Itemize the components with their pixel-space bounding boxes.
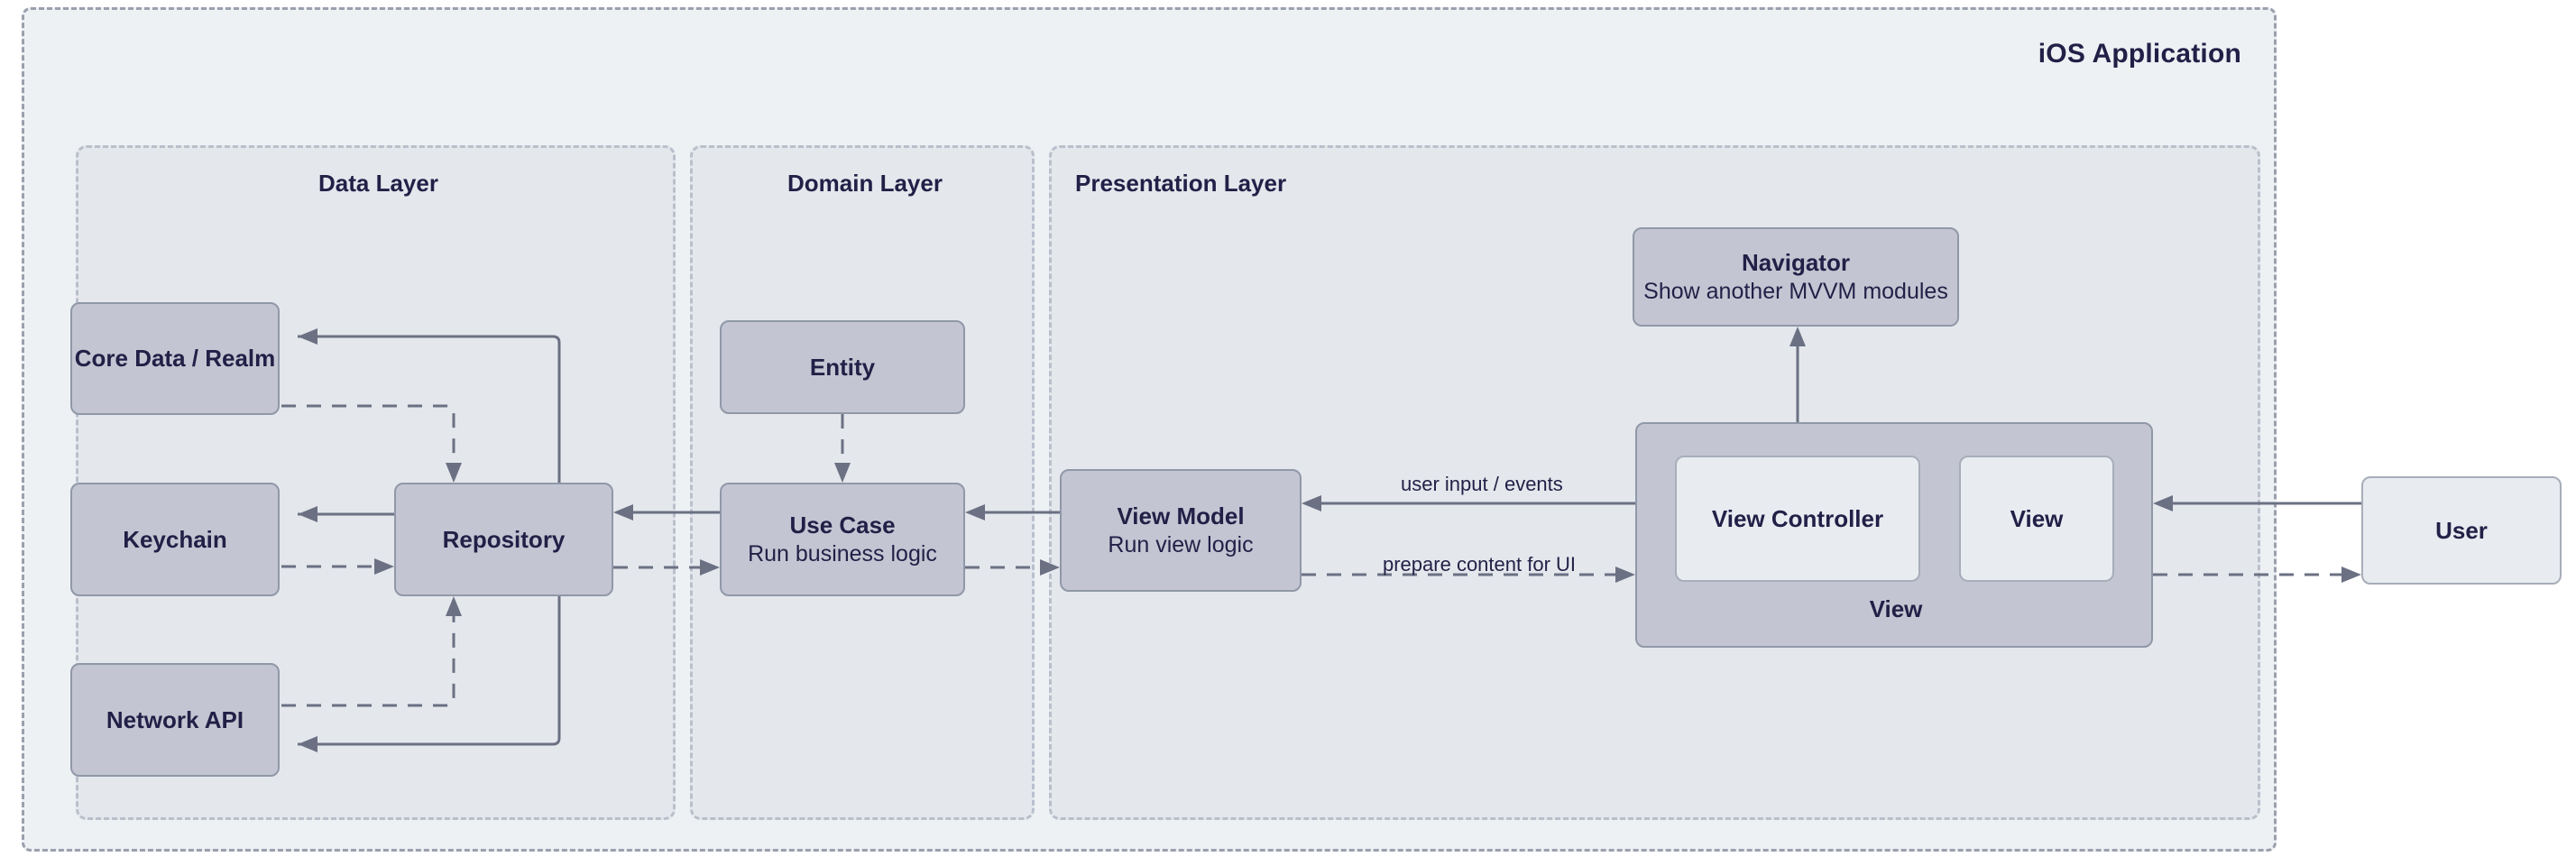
node-repository[interactable]: Repository: [394, 483, 613, 596]
edge-label-prepare-content: prepare content for UI: [1383, 553, 1577, 576]
node-view-controller[interactable]: View Controller: [1675, 456, 1920, 582]
layer-data-title: Data Layer: [318, 170, 438, 197]
node-core-data-realm-title: Core Data / Realm: [74, 345, 276, 373]
node-use-case-title: Use Case: [789, 511, 896, 539]
layer-presentation-title: Presentation Layer: [1075, 170, 1287, 197]
node-view-model[interactable]: View Model Run view logic: [1060, 469, 1302, 592]
node-user[interactable]: User: [2361, 476, 2562, 585]
node-keychain-title: Keychain: [123, 525, 227, 553]
node-view-model-subtitle: Run view logic: [1108, 531, 1254, 557]
node-user-title: User: [2435, 516, 2488, 544]
layer-domain-title: Domain Layer: [787, 170, 943, 197]
node-entity-title: Entity: [809, 353, 876, 381]
node-entity[interactable]: Entity: [720, 320, 965, 414]
node-navigator-title: Navigator: [1742, 248, 1850, 276]
node-repository-title: Repository: [442, 525, 566, 553]
node-navigator[interactable]: Navigator Show another MVVM modules: [1633, 227, 1959, 327]
node-core-data-realm[interactable]: Core Data / Realm: [70, 302, 280, 415]
node-keychain[interactable]: Keychain: [70, 483, 280, 596]
node-use-case[interactable]: Use Case Run business logic: [720, 483, 965, 596]
node-view-controller-title: View Controller: [1711, 504, 1884, 532]
node-view[interactable]: View: [1959, 456, 2114, 582]
node-network-api[interactable]: Network API: [70, 663, 280, 777]
node-view-container-title: View: [1869, 595, 1923, 623]
edge-label-user-input: user input / events: [1401, 473, 1563, 495]
node-use-case-subtitle: Run business logic: [748, 540, 937, 567]
node-view-title: View: [2010, 504, 2064, 532]
node-navigator-subtitle: Show another MVVM modules: [1643, 278, 1948, 304]
node-view-model-title: View Model: [1117, 502, 1245, 530]
app-title: iOS Application: [2038, 39, 2241, 69]
node-network-api-title: Network API: [106, 705, 244, 733]
